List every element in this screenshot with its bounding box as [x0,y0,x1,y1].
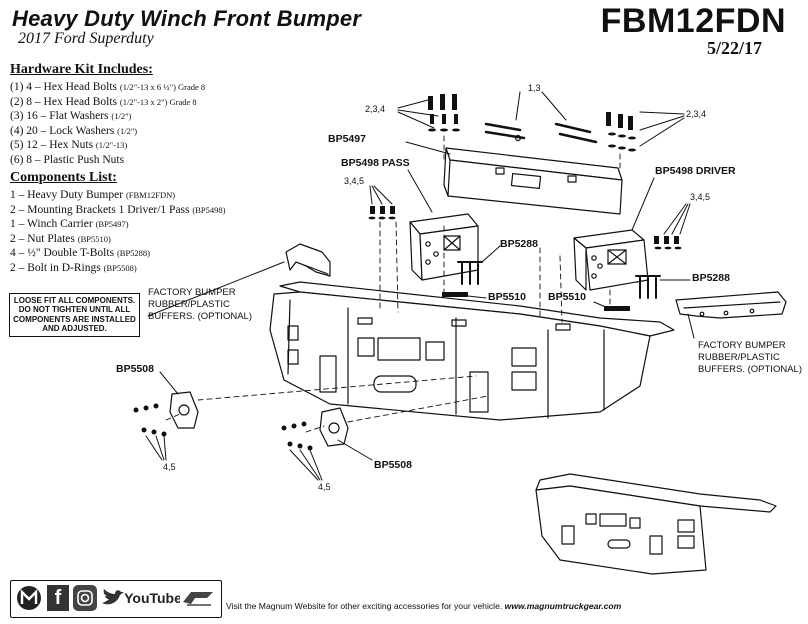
callout-hw-1-3: 1,3 [528,83,541,93]
callout-factory-buffer-left: FACTORY BUMPER RUBBER/PLASTIC BUFFERS. (… [148,287,252,322]
callout-bp5508-left: BP5508 [116,363,154,375]
alignment-lines [165,135,621,433]
left-factory-buffer-drawing [285,243,331,277]
callout-bp5498-pass: BP5498 PASS [341,157,410,169]
winch-carrier-drawing [443,147,623,215]
hardware-list: (1) 4 – Hex Head Bolts (1/2"-13 x 6 ½") … [10,80,205,168]
revision-date: 5/22/17 [706,38,762,58]
list-item: 2 – Nut Plates (BP5510) [10,232,111,245]
list-item: (4) 20 – Lock Washers (1/2") [10,124,138,137]
part-code: FBM12FDN [600,2,786,40]
warning-line: COMPONENTS ARE INSTALLED [13,314,136,324]
callout-hw-345-left: 3,4,5 [344,176,365,186]
callout-bp5510-left: BP5510 [488,291,526,303]
social-bar [10,580,222,618]
hardware-heading: Hardware Kit Includes: [10,62,153,77]
hardware-stacks-drawing [133,94,682,451]
callout-bp5498-driver: BP5498 DRIVER [655,165,736,177]
callout-bp5497: BP5497 [328,133,366,145]
reference-bumper-drawing [535,473,777,575]
list-item: 2 – Bolt in D-Rings (BP5508) [10,261,137,274]
callout-hw-45-left: 4,5 [163,462,176,472]
list-item: (6) 8 – Plastic Push Nuts [10,153,125,166]
footer-visit-text: Visit the Magnum Website for other excit… [226,601,621,611]
list-item: (5) 12 – Hex Nuts (1/2"-13) [10,139,128,152]
page-title: Heavy Duty Winch Front Bumper [12,6,362,31]
callout-bp5510-right: BP5510 [548,291,586,303]
t-bolts-drawing [457,261,661,299]
list-item: 4 – ½" Double T-Bolts (BP5288) [10,247,150,260]
callout-hw-234-left: 2,3,4 [365,104,386,114]
facebook-icon[interactable]: f [47,585,69,611]
magnum-logo-icon[interactable] [15,585,43,611]
warning-line: AND ADJUSTED. [42,324,107,334]
d-ring-brackets-drawing [169,391,349,447]
long-bolts-drawing [484,122,598,144]
callout-factory-buffer-right: FACTORY BUMPER RUBBER/PLASTIC BUFFERS. (… [698,340,802,375]
list-item: (2) 8 – Hex Head Bolts (1/2"-13 x 2") Gr… [10,95,197,108]
callout-bp5508-right: BP5508 [374,459,412,471]
callout-hw-234-right: 2,3,4 [686,109,707,119]
vehicle-subtitle: 2017 Ford Superduty [18,30,154,47]
website-link[interactable]: www.magnumtruckgear.com [504,601,622,611]
callout-hw-345-right: 3,4,5 [690,192,711,202]
brand-logo-icon[interactable] [180,585,216,611]
instagram-icon[interactable] [73,585,97,611]
list-item: 2 – Mounting Brackets 1 Driver/1 Pass (B… [10,203,226,216]
bumper-drawing [269,281,675,421]
pass-bracket-drawing [409,213,479,281]
visit-message: Visit the Magnum Website for other excit… [226,601,505,611]
list-item: 1 – Heavy Duty Bumper (FBM12FDN) [10,189,176,201]
driver-bracket-drawing [573,229,649,291]
list-item: (3) 16 – Flat Washers (1/2") [10,110,132,123]
list-item: (1) 4 – Hex Head Bolts (1/2"-13 x 6 ½") … [10,81,206,93]
loose-fit-warning: LOOSE FIT ALL COMPONENTS. DO NOT TIGHTEN… [9,293,140,337]
warning-line: LOOSE FIT ALL COMPONENTS. [13,296,136,305]
components-heading: Components List: [10,170,117,185]
warning-line: DO NOT TIGHTEN UNTIL ALL [18,305,131,315]
callout-bp5288-right: BP5288 [692,272,730,284]
twitter-icon[interactable] [100,585,126,611]
right-factory-buffer-drawing [675,291,787,319]
components-list: 1 – Heavy Duty Bumper (FBM12FDN) 2 – Mou… [10,188,225,276]
youtube-label: YouTube [124,590,182,606]
list-item: 1 – Winch Carrier (BP5497) [10,218,129,231]
leader-lines [145,91,695,481]
youtube-icon[interactable]: YouTube [124,585,182,611]
callout-bp5288-left: BP5288 [500,238,538,250]
callout-hw-45-right: 4,5 [318,482,331,492]
